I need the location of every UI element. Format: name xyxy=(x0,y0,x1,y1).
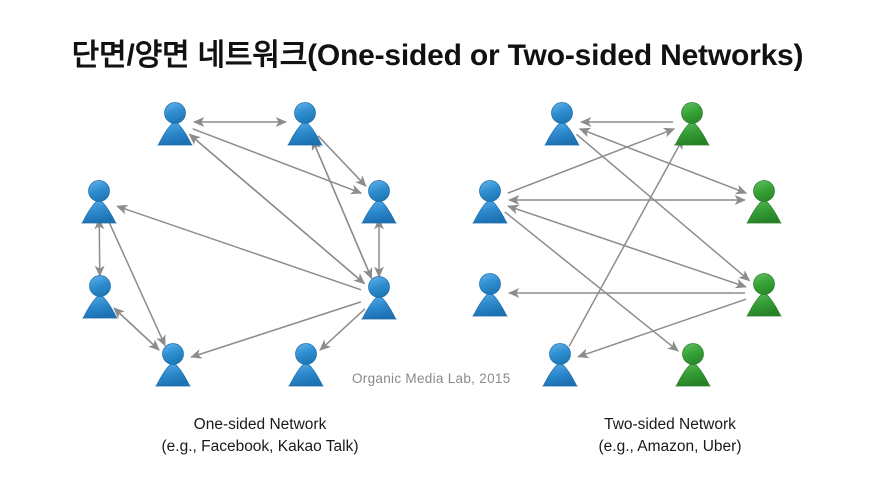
person-head xyxy=(295,343,317,365)
person-icon-user xyxy=(287,343,325,387)
person-head xyxy=(753,273,775,295)
person-icon-seller xyxy=(673,102,711,146)
network-edge xyxy=(507,127,676,194)
network-edge xyxy=(568,137,684,347)
network-edge xyxy=(116,204,362,291)
network-edge xyxy=(319,308,366,351)
edges-one-sided xyxy=(94,117,384,359)
person-icon-user xyxy=(81,275,119,319)
person-icon-user xyxy=(80,180,118,224)
person-head xyxy=(479,273,501,295)
network-edge xyxy=(504,211,679,352)
person-body xyxy=(543,120,581,146)
watermark-credit: Organic Media Lab, 2015 xyxy=(352,371,511,386)
nodes-two-sided xyxy=(471,102,783,387)
person-head xyxy=(88,180,110,202)
page-title: 단면/양면 네트워크(One-sided or Two-sided Networ… xyxy=(71,39,804,72)
person-head xyxy=(368,276,390,298)
person-icon-user xyxy=(360,180,398,224)
person-body xyxy=(81,293,119,319)
person-body xyxy=(745,198,783,224)
person-head xyxy=(479,180,501,202)
person-icon-user xyxy=(156,102,194,146)
person-body xyxy=(156,120,194,146)
person-body xyxy=(471,198,509,224)
person-body xyxy=(286,120,324,146)
person-head xyxy=(294,102,316,124)
person-icon-user xyxy=(471,273,509,317)
person-head xyxy=(682,343,704,365)
person-body xyxy=(674,361,712,387)
network-edge xyxy=(577,298,747,359)
person-body xyxy=(471,291,509,317)
person-head xyxy=(162,343,184,365)
person-icon-seller xyxy=(745,180,783,224)
person-body xyxy=(80,198,118,224)
person-head xyxy=(753,180,775,202)
person-body xyxy=(360,294,398,320)
person-icon-user xyxy=(543,102,581,146)
person-body xyxy=(360,198,398,224)
network-edge xyxy=(507,204,747,289)
caption-two-sided-line1: Two-sided Network xyxy=(604,416,736,433)
person-head xyxy=(551,102,573,124)
caption-one-sided: One-sided Network (e.g., Facebook, Kakao… xyxy=(40,414,480,459)
person-head xyxy=(681,102,703,124)
caption-one-sided-line1: One-sided Network xyxy=(193,416,327,433)
person-body xyxy=(673,120,711,146)
network-edge xyxy=(94,218,105,277)
person-body xyxy=(287,361,325,387)
person-icon-user xyxy=(471,180,509,224)
person-icon-seller xyxy=(674,343,712,387)
caption-two-sided-line2: (e.g., Amazon, Uber) xyxy=(598,438,742,456)
network-edge xyxy=(311,138,373,279)
caption-one-sided-line2: (e.g., Facebook, Kakao Talk) xyxy=(161,438,359,456)
network-edge xyxy=(578,127,748,195)
edges-two-sided xyxy=(504,117,751,359)
person-body xyxy=(745,291,783,317)
person-icon-seller xyxy=(745,273,783,317)
network-edge xyxy=(113,307,160,351)
person-icon-user xyxy=(154,343,192,387)
person-icon-user xyxy=(286,102,324,146)
person-head xyxy=(164,102,186,124)
person-head xyxy=(368,180,390,202)
nodes-one-sided xyxy=(80,102,398,387)
network-edge xyxy=(190,301,362,359)
person-head xyxy=(549,343,571,365)
person-body xyxy=(541,361,579,387)
person-icon-user xyxy=(541,343,579,387)
network-edge xyxy=(192,128,363,195)
person-icon-user xyxy=(360,276,398,320)
caption-two-sided: Two-sided Network (e.g., Amazon, Uber) xyxy=(460,414,875,459)
person-body xyxy=(154,361,192,387)
person-head xyxy=(89,275,111,297)
network-edge xyxy=(106,216,166,347)
